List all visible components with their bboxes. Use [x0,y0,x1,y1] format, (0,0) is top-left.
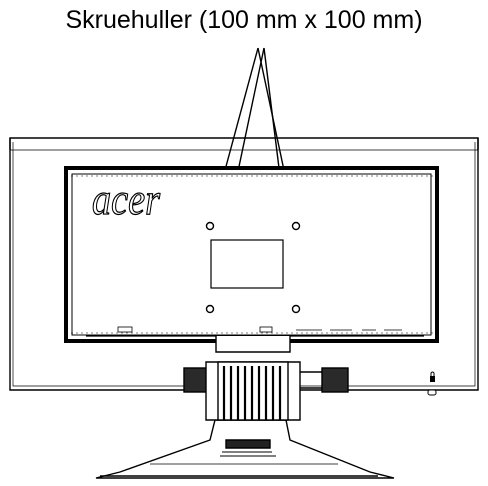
stand-neck [183,336,349,421]
brand-logo: acer [92,175,161,224]
screw-hole-bottom-left [205,304,215,314]
neck-ribs [222,366,282,420]
lock-icon [430,371,435,382]
screw-holes-caption: Skruehuller (100 mm x 100 mm) [65,6,423,34]
stand-base [95,419,395,479]
screw-hole-top-left [205,221,215,231]
lock-slot [427,389,437,396]
screw-holes [205,221,301,314]
screw-hole-top-right [291,221,301,231]
screw-hole-bottom-right [291,304,301,314]
